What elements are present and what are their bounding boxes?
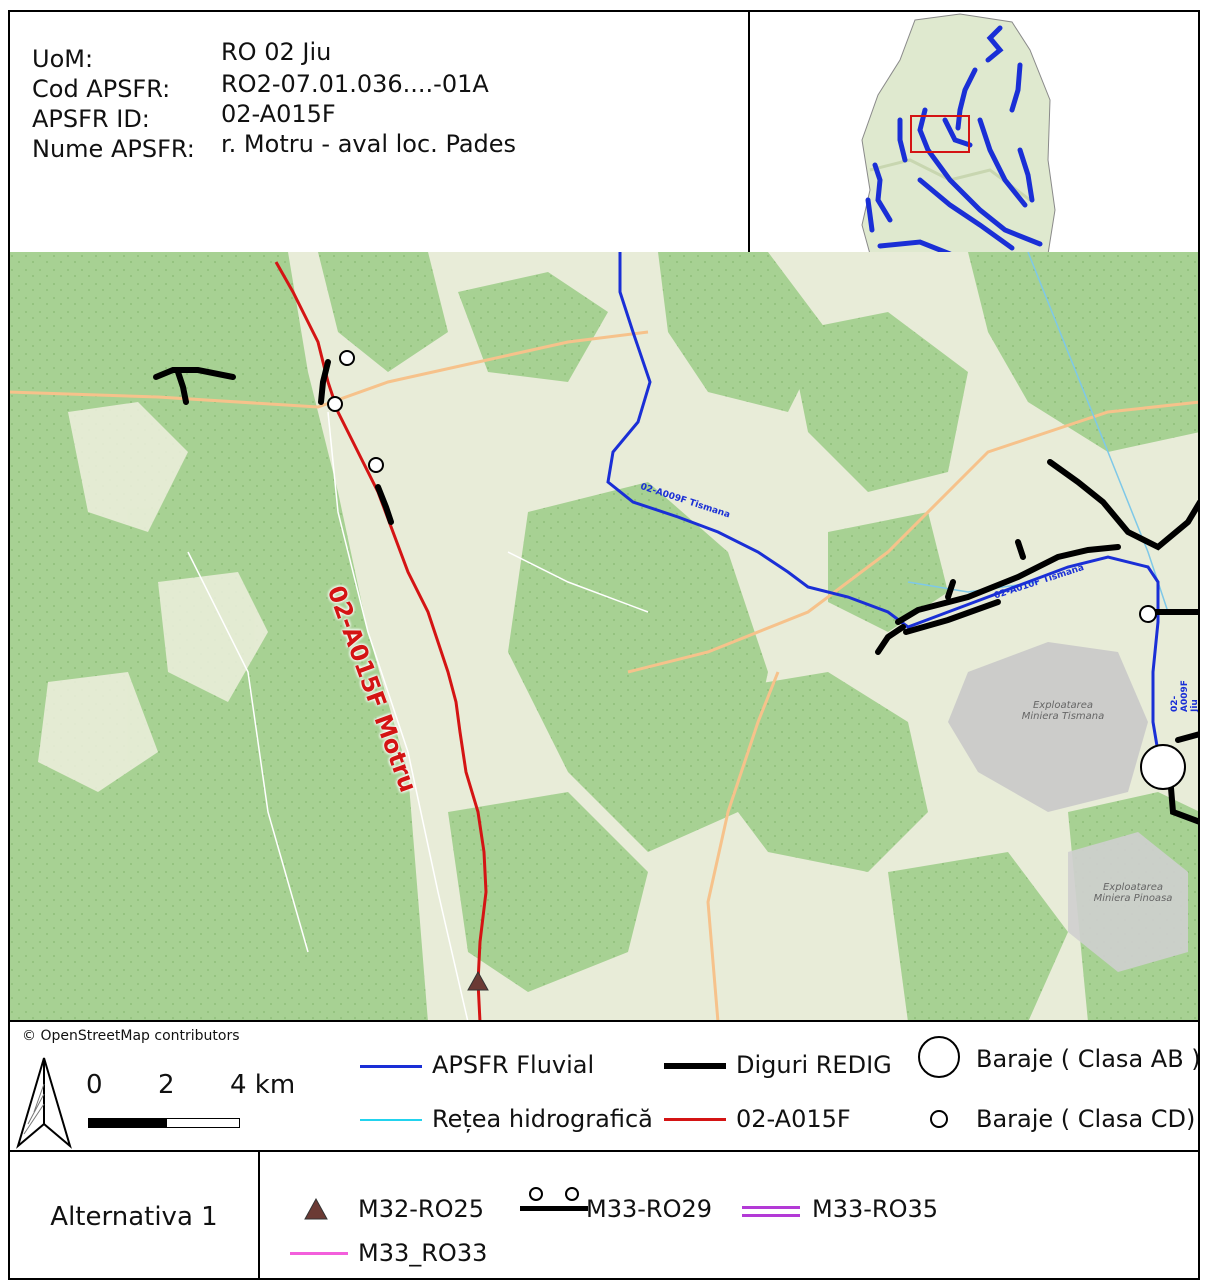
- legend-apsfr-id: 02-A015F: [736, 1105, 851, 1133]
- legend-baraje-cd: Baraje ( Clasa CD): [976, 1105, 1196, 1133]
- apsfr-name-value: r. Motru - aval loc. Pades: [221, 130, 517, 158]
- inset-river-6: [942, 117, 973, 148]
- inset-river-7: [977, 117, 1028, 208]
- measure-m33-ro29: M33-RO29: [586, 1195, 713, 1223]
- main-map-svg: [8, 252, 1200, 1020]
- apsfr-info-box: UoM: RO 02 Jiu Cod APSFR: RO2-07.01.036.…: [8, 10, 750, 254]
- main-map[interactable]: 02-A015F Motru 02-A009F Tismana 02-A010F…: [8, 252, 1200, 1022]
- legend-dam-cd-icon: [930, 1110, 948, 1128]
- m33-ro35-line-bottom: [742, 1214, 800, 1217]
- legend-baraje-ab: Baraje ( Clasa AB ): [976, 1045, 1201, 1073]
- legend-line-diguri: [664, 1063, 726, 1069]
- inset-location-box: [910, 115, 970, 153]
- measure-m32-ro25: M32-RO25: [358, 1195, 485, 1223]
- apsfr-id-value: 02-A015F: [221, 100, 336, 128]
- alternative-box: Alternativa 1: [8, 1152, 260, 1280]
- measure-m32-ro25-marker: [467, 970, 489, 991]
- apsfr-name-label: Nume APSFR:: [32, 135, 195, 163]
- m33-ro29-dike-dam-icon: [520, 1187, 588, 1211]
- legend-diguri: Diguri REDIG: [736, 1051, 892, 1079]
- apsfr-blue-tismana: [606, 252, 1180, 783]
- legend-retea: Rețea hidrografică: [432, 1105, 653, 1133]
- inset-river-2: [1009, 62, 1023, 113]
- m32-ro25-triangle-icon: [304, 1198, 328, 1220]
- scale-bar-light: [166, 1118, 240, 1128]
- inset-river-8: [872, 162, 893, 223]
- valley-areas: [38, 402, 268, 792]
- scale-0: 0: [86, 1070, 103, 1100]
- scale-4: 4 km: [230, 1070, 296, 1100]
- roads: [8, 330, 1200, 1020]
- m33-ro35-line-top: [742, 1206, 800, 1209]
- mine-area-pinoasa: [1068, 832, 1188, 972]
- legend-dam-ab-icon: [918, 1036, 960, 1078]
- measure-m33-ro33: M33_RO33: [358, 1239, 488, 1267]
- legend-line-fluvial: [360, 1065, 422, 1068]
- dam-cd-1: [339, 350, 355, 366]
- legend-apsfr-fluvial: APSFR Fluvial: [432, 1051, 595, 1079]
- mine-area-tismana: [948, 642, 1148, 812]
- inset-river-5: [897, 117, 908, 163]
- osm-credit: © OpenStreetMap contributors: [22, 1028, 240, 1044]
- north-arrow-icon: [16, 1057, 72, 1149]
- m33-ro33-line: [290, 1252, 348, 1255]
- hydro-network: [907, 252, 1169, 613]
- inset-river-11: [1017, 147, 1035, 203]
- map-frame: [8, 10, 1200, 1280]
- uom-value: RO 02 Jiu: [221, 38, 332, 66]
- inset-river-1: [985, 25, 1004, 63]
- dikes: [153, 359, 1200, 825]
- legend-line-apsfr: [664, 1118, 726, 1121]
- dam-cd-2: [327, 396, 343, 412]
- dam-cd-4: [1139, 605, 1157, 623]
- cod-apsfr-label: Cod APSFR:: [32, 75, 171, 103]
- mine-pinoasa-label: Exploatarea Miniera Pinoasa: [1093, 882, 1173, 904]
- inset-river-3: [955, 67, 978, 131]
- legend-line-retea: [360, 1119, 422, 1121]
- dam-ab-1: [1140, 744, 1186, 790]
- map-legend: © OpenStreetMap contributors 0 2 4 km AP…: [8, 1022, 1201, 1152]
- measures-panel: Alternativa 1 M32-RO25 M33-RO29 M33-RO35…: [8, 1152, 1200, 1280]
- inset-river-12: [877, 239, 952, 252]
- overview-inset-svg: [861, 13, 1056, 252]
- inset-river-9: [865, 197, 875, 233]
- apsfr-id-label: APSFR ID:: [32, 105, 150, 133]
- mine-tismana-label: Exploatarea Miniera Tismana: [1021, 700, 1105, 722]
- cod-apsfr-value: RO2-07.01.036....-01A: [221, 70, 489, 98]
- dam-cd-3: [368, 457, 384, 473]
- inset-river-10: [917, 177, 1015, 251]
- minor-roads: [187, 411, 649, 1020]
- basin-outline: [861, 13, 1056, 252]
- scale-2: 2: [158, 1070, 175, 1100]
- alternative-label: Alternativa 1: [50, 1202, 218, 1232]
- uom-label: UoM:: [32, 45, 94, 73]
- overview-inset-map: [750, 10, 1200, 254]
- inset-river-4: [917, 107, 1043, 247]
- measure-m33-ro35: M33-RO35: [812, 1195, 939, 1223]
